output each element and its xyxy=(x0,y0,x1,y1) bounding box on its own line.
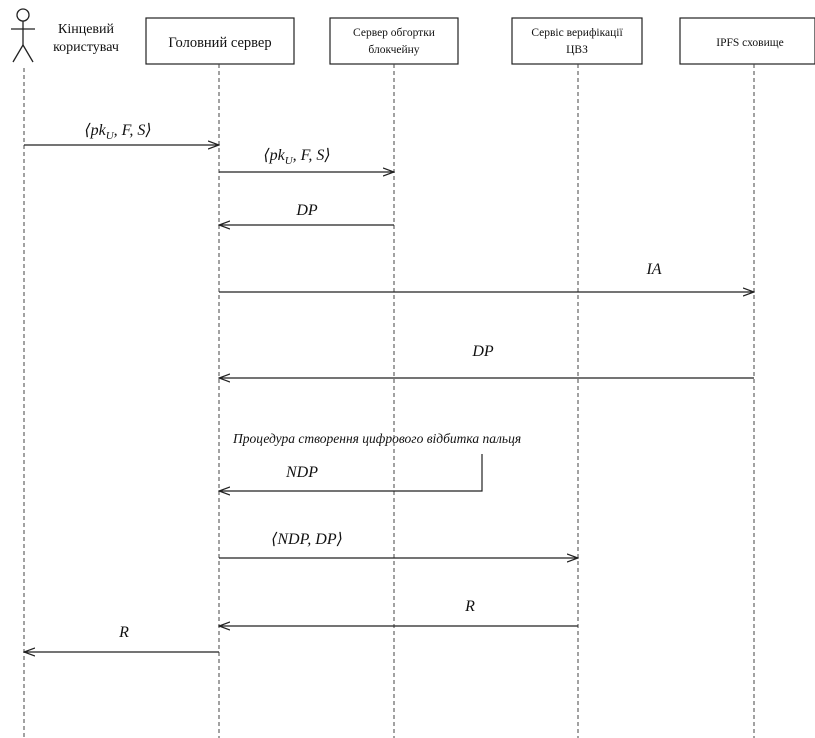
message-label-4: IA xyxy=(645,261,661,278)
actor-label-line1: Кінцевий xyxy=(58,22,115,37)
message-label-7: ⟨NDP, DP⟩ xyxy=(271,531,343,548)
participant-dvz-verification-label-line2: ЦВЗ xyxy=(566,44,588,56)
message-label-3: DP xyxy=(295,202,318,219)
participant-ipfs-storage-label: IPFS сховище xyxy=(716,37,783,49)
message-label-8: R xyxy=(464,598,475,615)
participant-ipfs-storage: IPFS сховище xyxy=(679,17,815,65)
participant-blockchain-wrapper-label-line1: Сервер обгортки xyxy=(353,27,435,39)
participant-blockchain-wrapper-label-line2: блокчейну xyxy=(368,44,419,56)
stick-figure-icon xyxy=(11,8,35,63)
participant-dvz-verification-label-line1: Сервіс верифікації xyxy=(531,27,623,39)
participant-blockchain-wrapper: Сервер обгортки блокчейну xyxy=(329,17,459,65)
procedure-note: Процедура створення цифрового відбитка п… xyxy=(232,431,521,446)
message-label-2: ⟨pkU, F, S⟩ xyxy=(263,147,330,167)
participant-main-server: Головний сервер xyxy=(145,17,295,65)
message-label-9: R xyxy=(118,624,129,641)
message-label-1: ⟨pkU, F, S⟩ xyxy=(84,122,151,142)
message-label-6: NDP xyxy=(285,464,318,481)
participant-dvz-verification: Сервіс верифікації ЦВЗ xyxy=(511,17,643,65)
message-arrow-6 xyxy=(219,454,483,491)
message-label-5: DP xyxy=(471,343,494,360)
actor-end-user: Кінцевий користувач xyxy=(11,8,119,63)
actor-label-line2: користувач xyxy=(53,40,119,55)
participant-main-server-label: Головний сервер xyxy=(168,35,271,51)
